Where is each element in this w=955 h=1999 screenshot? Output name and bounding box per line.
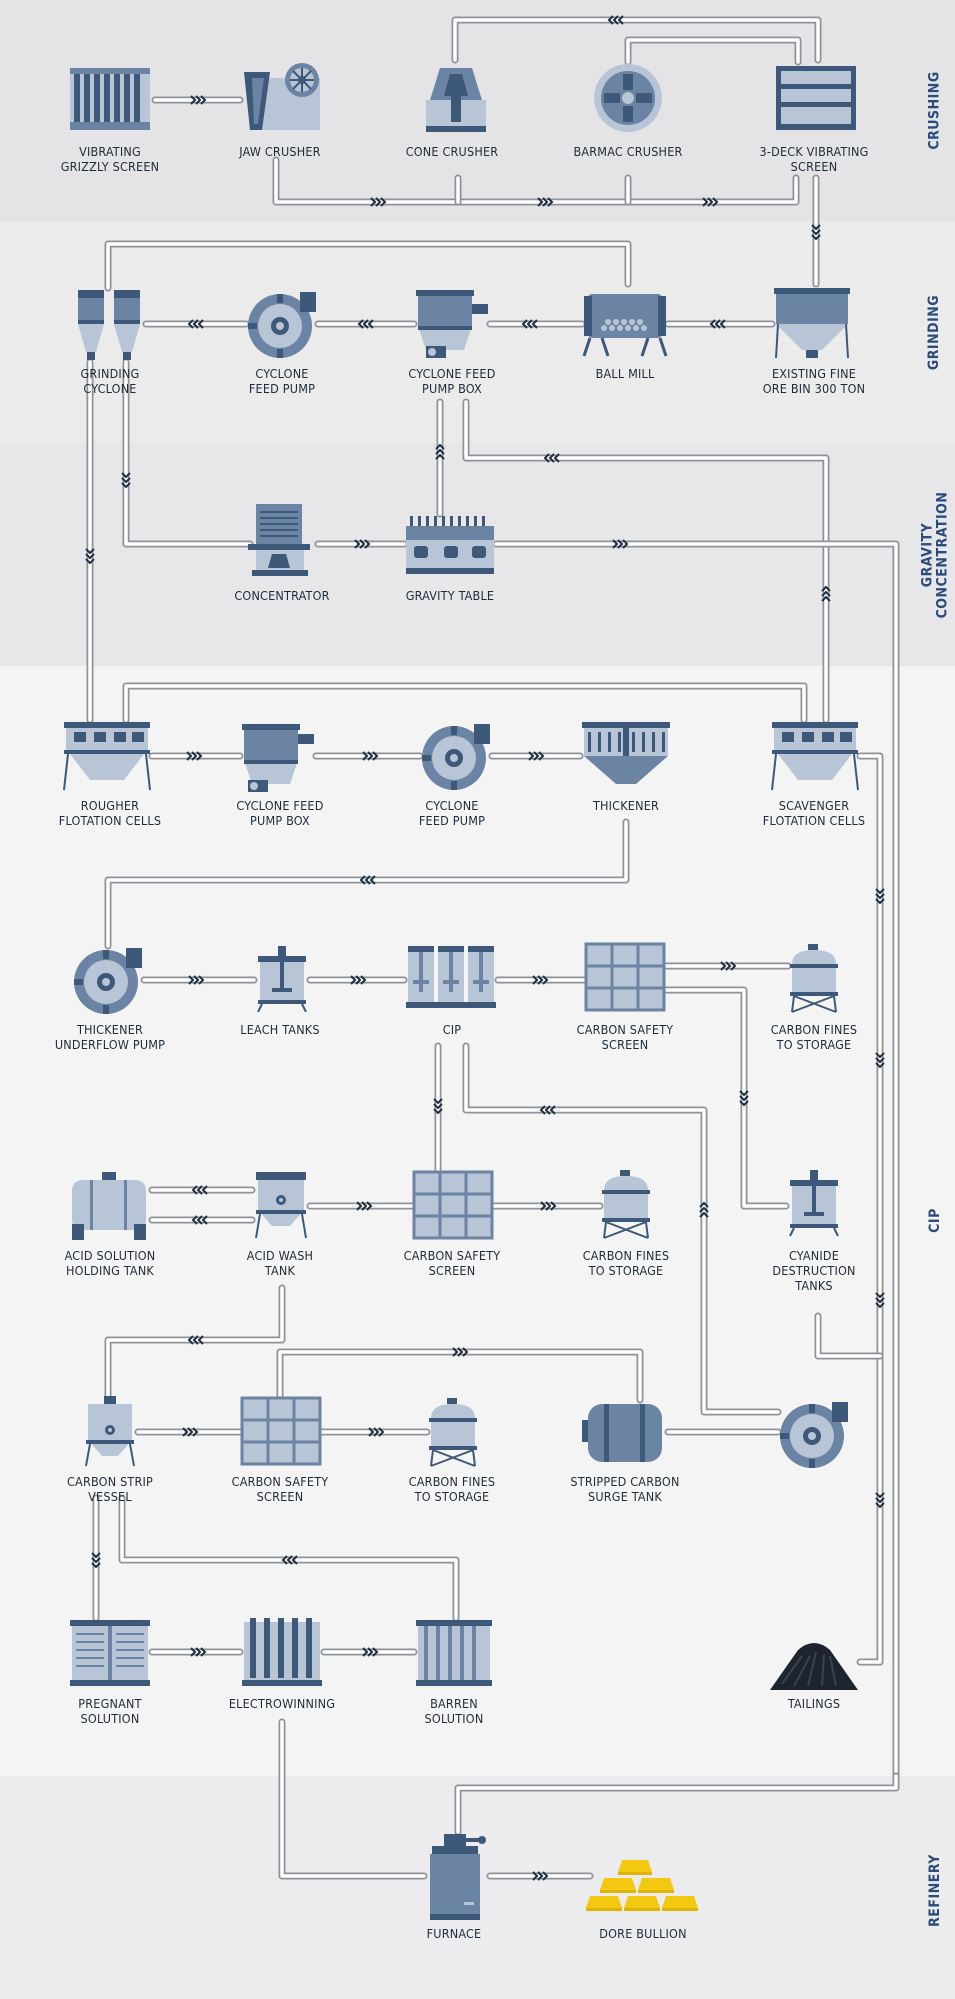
carbon-fines-storage-2-icon <box>602 1170 650 1239</box>
furnace-icon <box>430 1834 486 1920</box>
electrowinning-icon <box>242 1618 322 1686</box>
label-electrowinning: ELECTROWINNING <box>228 1696 336 1711</box>
label-rougher-flotation-cells: ROUGHER FLOTATION CELLS <box>58 798 162 828</box>
label-gravity-table: GRAVITY TABLE <box>405 588 495 603</box>
label-existing-fine-ore-bin: EXISTING FINE ORE BIN 300 TON <box>762 366 866 396</box>
cyclone-feed-pump-2-icon <box>422 724 490 790</box>
label-cip: CIP <box>442 1022 462 1037</box>
thickener-icon <box>582 722 670 784</box>
label-grinding-cyclone: GRINDING CYCLONE <box>80 366 140 396</box>
label-ball-mill: BALL MILL <box>595 366 655 381</box>
carbon-safety-screen-2-icon <box>412 1170 494 1240</box>
jaw-crusher-icon <box>244 63 320 130</box>
rougher-flotation-cells-icon <box>63 722 151 791</box>
surge-pump-icon <box>780 1402 848 1468</box>
barren-solution-tank-icon <box>416 1620 492 1686</box>
label-scavenger-flotation-cells: SCAVENGER FLOTATION CELLS <box>762 798 866 828</box>
carbon-safety-screen-1-icon <box>584 942 666 1012</box>
label-thickener-underflow-pump: THICKENER UNDERFLOW PUMP <box>54 1022 166 1052</box>
leach-tanks-icon <box>257 946 307 1012</box>
thickener-underflow-pump-icon <box>74 948 142 1014</box>
cone-crusher-icon <box>426 68 486 132</box>
label-carbon-fines-storage-2: CARBON FINES TO STORAGE <box>582 1248 670 1278</box>
label-carbon-safety-screen-2: CARBON SAFETY SCREEN <box>403 1248 501 1278</box>
barmac-crusher-icon <box>594 64 662 132</box>
tailings-pile-icon <box>770 1643 858 1690</box>
gravity-table-icon <box>406 516 494 574</box>
label-dore-bullion: DORE BULLION <box>599 1926 687 1941</box>
stripped-carbon-surge-tank-icon <box>582 1404 662 1462</box>
label-3-deck-vibrating-screen: 3-DECK VIBRATING SCREEN <box>759 144 869 174</box>
concentrator-icon <box>248 504 310 576</box>
label-barmac-crusher: BARMAC CRUSHER <box>573 144 683 159</box>
grinding-cyclone-icon <box>78 290 140 360</box>
label-cyclone-feed-pump-box-1: CYCLONE FEED PUMP BOX <box>408 366 496 396</box>
dore-bullion-gold-bars-icon <box>586 1860 698 1911</box>
label-carbon-fines-storage-3: CARBON FINES TO STORAGE <box>408 1474 496 1504</box>
label-vibrating-grizzly-screen: VIBRATING GRIZZLY SCREEN <box>60 144 160 174</box>
pregnant-solution-tank-icon <box>70 1620 150 1686</box>
cyclone-feed-pump-icon <box>248 292 316 358</box>
vibrating-grizzly-screen-icon <box>70 68 150 130</box>
acid-solution-holding-tank-icon <box>72 1172 146 1240</box>
label-pregnant-solution: PREGNANT SOLUTION <box>78 1696 142 1726</box>
label-carbon-safety-screen-3: CARBON SAFETY SCREEN <box>231 1474 329 1504</box>
label-tailings: TAILINGS <box>787 1696 841 1711</box>
label-carbon-fines-storage-1: CARBON FINES TO STORAGE <box>770 1022 858 1052</box>
carbon-fines-storage-3-icon <box>429 1398 477 1467</box>
label-cyclone-feed-pump-1: CYCLONE FEED PUMP <box>248 366 316 396</box>
fine-ore-bin-icon <box>774 288 850 359</box>
label-stripped-carbon-surge-tank: STRIPPED CARBON SURGE TANK <box>570 1474 680 1504</box>
cip-tanks-icon <box>406 946 496 1008</box>
label-cone-crusher: CONE CRUSHER <box>405 144 499 159</box>
scavenger-flotation-cells-icon <box>771 722 859 791</box>
label-acid-solution-holding-tank: ACID SOLUTION HOLDING TANK <box>64 1248 156 1278</box>
label-thickener: THICKENER <box>592 798 660 813</box>
label-cyclone-feed-pump-box-2: CYCLONE FEED PUMP BOX <box>236 798 324 828</box>
label-acid-wash-tank: ACID WASH TANK <box>246 1248 314 1278</box>
cyanide-destruction-tanks-icon <box>789 1170 839 1237</box>
cyclone-feed-pump-box-icon <box>416 290 488 358</box>
label-cyclone-feed-pump-2: CYCLONE FEED PUMP <box>418 798 486 828</box>
label-barren-solution: BARREN SOLUTION <box>424 1696 484 1726</box>
label-jaw-crusher: JAW CRUSHER <box>239 144 321 159</box>
carbon-strip-vessel-icon <box>85 1396 135 1467</box>
label-carbon-safety-screen-1: CARBON SAFETY SCREEN <box>576 1022 674 1052</box>
ball-mill-icon <box>582 294 668 357</box>
three-deck-vibrating-screen-icon <box>776 66 856 130</box>
label-furnace: FURNACE <box>426 1926 482 1941</box>
carbon-fines-storage-1-icon <box>790 944 838 1013</box>
cyclone-feed-pump-box-2-icon <box>242 724 314 792</box>
acid-wash-tank-icon <box>255 1172 307 1239</box>
carbon-safety-screen-3-icon <box>240 1396 322 1466</box>
label-cyanide-destruction-tanks: CYANIDE DESTRUCTION TANKS <box>772 1248 856 1293</box>
label-carbon-strip-vessel: CARBON STRIP VESSEL <box>67 1474 153 1504</box>
label-leach-tanks: LEACH TANKS <box>240 1022 320 1037</box>
label-concentrator: CONCENTRATOR <box>234 588 330 603</box>
